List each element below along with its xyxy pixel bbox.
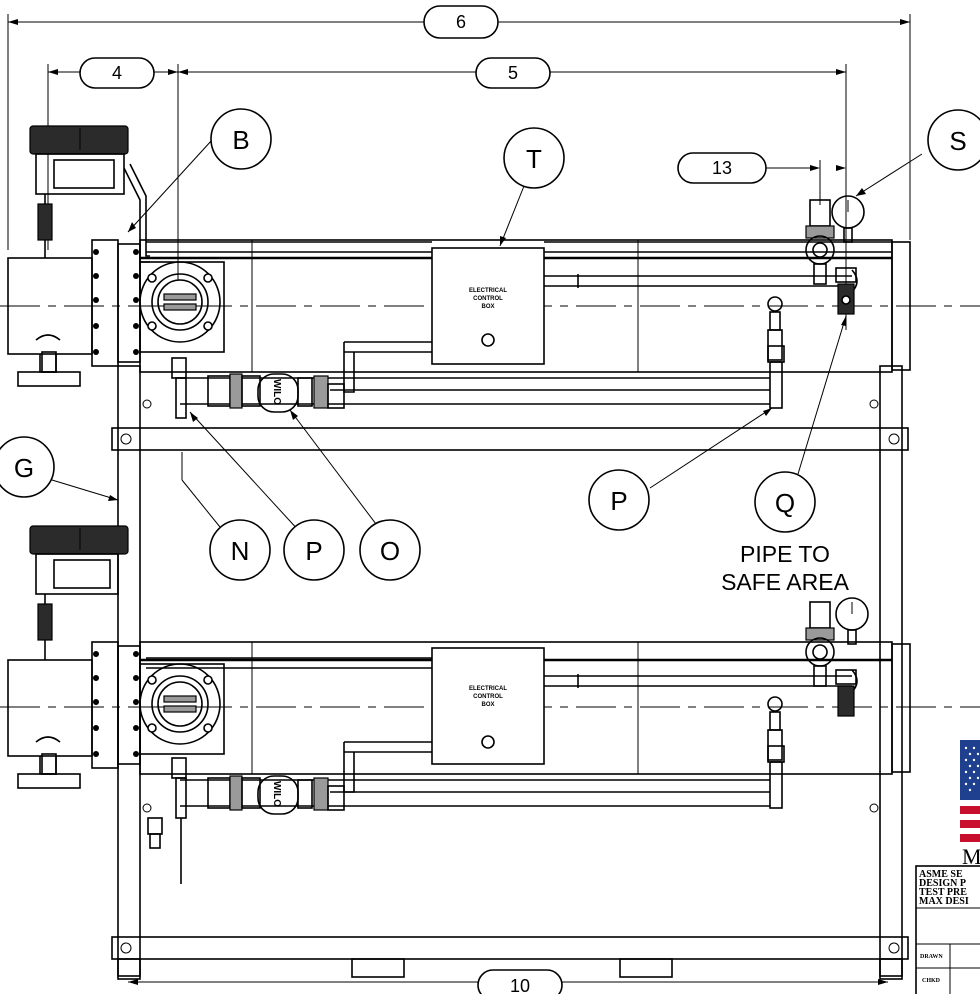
balloon-N: N	[209, 519, 271, 581]
note-line-1: PIPE TO	[740, 541, 830, 567]
balloon-G-label: G	[14, 453, 34, 483]
balloon-T-label: T	[526, 144, 542, 174]
note-line-2: SAFE AREA	[721, 569, 849, 595]
dimension-13: 13	[677, 152, 846, 205]
upper-control-box-label-1: ELECTRICAL	[469, 288, 507, 294]
upper-junction-box	[29, 125, 129, 155]
flag-blue-field	[960, 740, 980, 800]
balloon-B-label: B	[232, 125, 249, 155]
lower-control-box-label-3: BOX	[481, 702, 494, 708]
upper-pump-brand: WILO	[271, 379, 282, 405]
upper-outlet-flange	[139, 261, 225, 353]
upper-control-box-label-2: CONTROL	[473, 296, 503, 302]
lower-junction-box	[29, 525, 129, 555]
lower-control-box-label-2: CONTROL	[473, 694, 503, 700]
upper-flange	[91, 239, 119, 367]
dimension-4-label-box	[79, 57, 155, 89]
title-block-drawn: DRAWN	[920, 954, 943, 960]
dimension-10-label: 10	[510, 976, 530, 994]
dimension-6: 6	[7, 5, 911, 250]
balloon-P-right-label: P	[610, 486, 627, 516]
balloon-O-label: O	[380, 536, 400, 566]
balloon-S: S	[927, 109, 980, 171]
lower-relief-valve	[805, 597, 869, 717]
flag-red-stripe-3	[960, 834, 980, 842]
dimension-6-label: 6	[456, 12, 466, 32]
dimension-5-label-box	[475, 57, 551, 89]
dimension-6-label-box	[423, 5, 499, 39]
leader-lines	[51, 139, 923, 533]
dimension-13-label-box	[677, 152, 767, 184]
dimension-4-label: 4	[112, 63, 122, 83]
balloon-N-label: N	[231, 536, 250, 566]
upper-relief-valve	[805, 195, 865, 315]
balloon-G: G	[0, 436, 55, 498]
logo-letter: M	[962, 844, 980, 869]
dimension-10-label-box	[477, 969, 563, 994]
title-block-chkd: CHKD	[922, 978, 941, 984]
lower-pump-brand: WILO	[271, 781, 282, 807]
lower-control-box-label-1: ELECTRICAL	[469, 686, 507, 692]
lower-electrical-control-box: ELECTRICAL CONTROL BOX	[431, 647, 545, 765]
title-block-line-4: MAX DESI	[919, 896, 969, 907]
dimension-5: 5	[177, 57, 847, 330]
balloon-O: O	[359, 519, 421, 581]
dimension-13-label: 13	[712, 158, 732, 178]
title-block-line-1: ASME SE	[919, 869, 963, 880]
upper-control-box-label-3: BOX	[481, 304, 494, 310]
title-block-line-2: DESIGN P	[919, 878, 966, 889]
usa-flag-logo: M	[960, 740, 980, 869]
balloon-S-label: S	[949, 126, 966, 156]
frame-middle-beam	[111, 427, 909, 451]
upper-electrical-control-box: ELECTRICAL CONTROL BOX	[431, 247, 545, 365]
upper-pump: WILO	[257, 373, 299, 413]
lower-heater-assembly: ELECTRICAL CONTROL BOX WILO	[7, 525, 911, 884]
flag-red-stripe-1	[960, 806, 980, 814]
balloon-Q-label: Q	[775, 488, 795, 518]
upper-heater-assembly: ELECTRICAL CONTROL BOX WILO	[7, 125, 911, 419]
balloon-Q: Q	[754, 471, 816, 533]
lower-terminal-enclosure	[7, 659, 93, 757]
frame-left-post	[117, 365, 141, 977]
frame-bottom-beam	[111, 936, 909, 960]
lower-pump: WILO	[257, 775, 299, 815]
frame-right-post	[879, 365, 903, 977]
title-block-line-3: TEST PRE	[919, 887, 967, 898]
title-block: ASME SE DESIGN P TEST PRE MAX DESI DRAWN…	[915, 865, 980, 994]
balloon-B: B	[210, 108, 272, 170]
dimension-10: 10	[128, 969, 888, 994]
balloon-T: T	[503, 127, 565, 189]
lower-flange	[91, 641, 119, 769]
dimension-5-label: 5	[508, 63, 518, 83]
flag-red-stripe-2	[960, 820, 980, 828]
lower-outlet-flange	[139, 663, 225, 755]
upper-terminal-enclosure	[7, 257, 93, 355]
balloon-P-right: P	[588, 469, 650, 531]
balloon-P-left: P	[283, 519, 345, 581]
balloon-P-left-label: P	[305, 536, 322, 566]
